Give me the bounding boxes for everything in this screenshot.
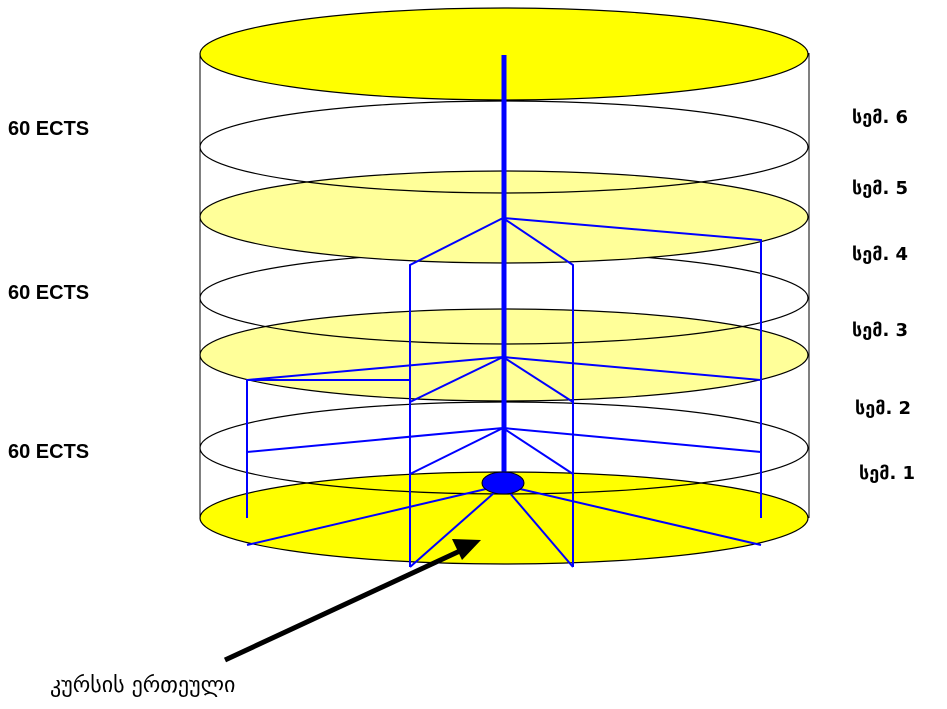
- course-structure: [246, 216, 762, 568]
- semester-label-2: სემ. 2: [855, 398, 912, 419]
- semester-label-1: სემ. 1: [859, 463, 916, 484]
- course-unit-node: [481, 471, 525, 495]
- credit-label-upper: 60 ECTS: [8, 118, 90, 140]
- semester-label-3: სემ. 3: [852, 320, 909, 341]
- credit-label-lower: 60 ECTS: [8, 441, 90, 463]
- credit-label-middle: 60 ECTS: [8, 282, 90, 304]
- semester-label-5: სემ. 5: [852, 178, 909, 199]
- semester-label-4: სემ. 4: [852, 244, 909, 265]
- pointer-arrow-head: [452, 539, 481, 560]
- course-unit-caption: კურსის ერთეული: [50, 673, 236, 698]
- pointer-arrow: [223, 547, 464, 663]
- semester-label-6: სემ. 6: [852, 107, 909, 128]
